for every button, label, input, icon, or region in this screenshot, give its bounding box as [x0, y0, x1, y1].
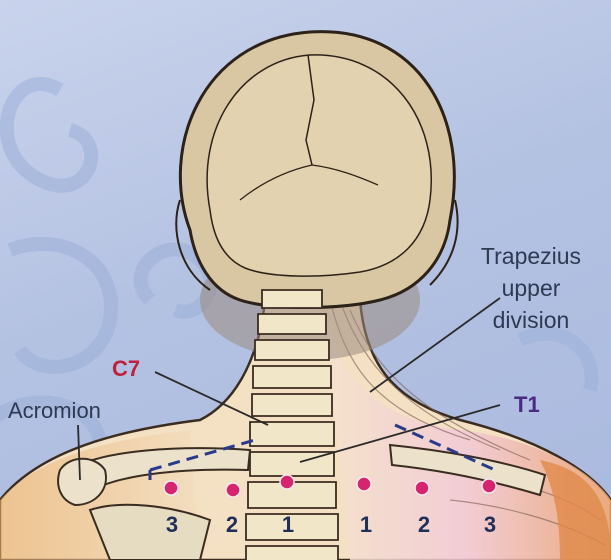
point-number-right-3: 3 — [480, 512, 500, 538]
trapezius-label-line1: Trapezius — [456, 240, 606, 272]
point-number-left-2: 2 — [222, 512, 242, 538]
point-left-2 — [226, 483, 240, 497]
trapezius-label-line2: upper — [456, 272, 606, 304]
point-number-right-2: 2 — [414, 512, 434, 538]
acromion-label: Acromion — [8, 398, 101, 424]
point-left-1 — [280, 475, 294, 489]
t1-label: T1 — [514, 392, 540, 418]
c7-label: C7 — [112, 356, 140, 382]
point-right-1 — [357, 477, 371, 491]
point-number-left-3: 3 — [162, 512, 182, 538]
trapezius-label: Trapezius upper division — [456, 240, 606, 336]
skull — [176, 32, 457, 308]
point-right-2 — [415, 481, 429, 495]
point-number-left-1: 1 — [278, 512, 298, 538]
trapezius-label-line3: division — [456, 304, 606, 336]
point-number-right-1: 1 — [356, 512, 376, 538]
point-left-3 — [164, 481, 178, 495]
point-right-3 — [482, 479, 496, 493]
